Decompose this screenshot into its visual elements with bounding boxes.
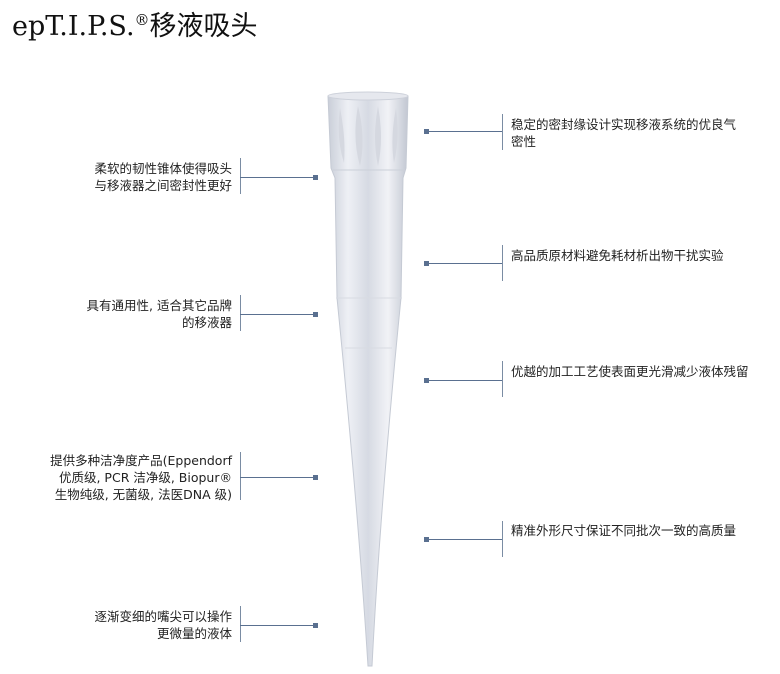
callout-text: 具有通用性, 适合其它品牌 bbox=[86, 298, 232, 313]
callout-bar bbox=[502, 245, 503, 281]
callout-text: 的移液器 bbox=[181, 315, 232, 330]
callout-line bbox=[240, 625, 315, 626]
title-suffix: 移液吸头 bbox=[149, 11, 258, 42]
callout-bar bbox=[502, 361, 503, 397]
registered-mark: ® bbox=[134, 11, 150, 29]
callout-bar bbox=[240, 295, 241, 331]
callout-line bbox=[426, 131, 502, 132]
callout-line bbox=[426, 380, 502, 381]
callout-bar bbox=[502, 521, 503, 557]
callout-text: 逐渐变细的嘴尖可以操作 bbox=[94, 609, 232, 624]
callout-text: 生物纯级, 无菌级, 法医DNA 级) bbox=[54, 487, 232, 502]
callout-marker bbox=[313, 175, 318, 180]
callout-text: 提供多种洁净度产品(Eppendorf bbox=[50, 453, 232, 468]
callout-marker bbox=[313, 475, 318, 480]
callout-text: 柔软的韧性锥体使得吸头 bbox=[94, 161, 232, 176]
callout-text: 优质级, PCR 洁净级, Biopur® bbox=[58, 470, 232, 485]
callout-marker bbox=[313, 312, 318, 317]
callout-bar bbox=[502, 114, 503, 150]
callout-marker bbox=[313, 623, 318, 628]
callout-text: 密性 bbox=[511, 134, 537, 149]
callout-text: 精准外形尺寸保证不同批次一致的高质量 bbox=[511, 523, 737, 538]
callout-line bbox=[426, 539, 502, 540]
callout-bar bbox=[240, 606, 241, 642]
callout-text: 更微量的液体 bbox=[156, 626, 232, 641]
callout-line bbox=[240, 177, 315, 178]
callout-bar bbox=[240, 158, 241, 194]
callout-text: 高品质原材料避免耗材析出物干扰实验 bbox=[511, 248, 724, 263]
callout-text: 优越的加工工艺使表面更光滑减少液体残留 bbox=[511, 364, 749, 379]
pipette-tip-image bbox=[327, 91, 409, 667]
callout-text: 与移液器之间密封性更好 bbox=[94, 178, 232, 193]
callout-line bbox=[426, 263, 502, 264]
page-title: epT.I.P.S.®移液吸头 bbox=[12, 4, 258, 43]
title-main: epT.I.P.S. bbox=[12, 11, 135, 42]
callout-line bbox=[240, 477, 315, 478]
callout-bar bbox=[240, 452, 241, 500]
callout-text: 稳定的密封缘设计实现移液系统的优良气 bbox=[511, 117, 737, 132]
callout-line bbox=[240, 314, 315, 315]
